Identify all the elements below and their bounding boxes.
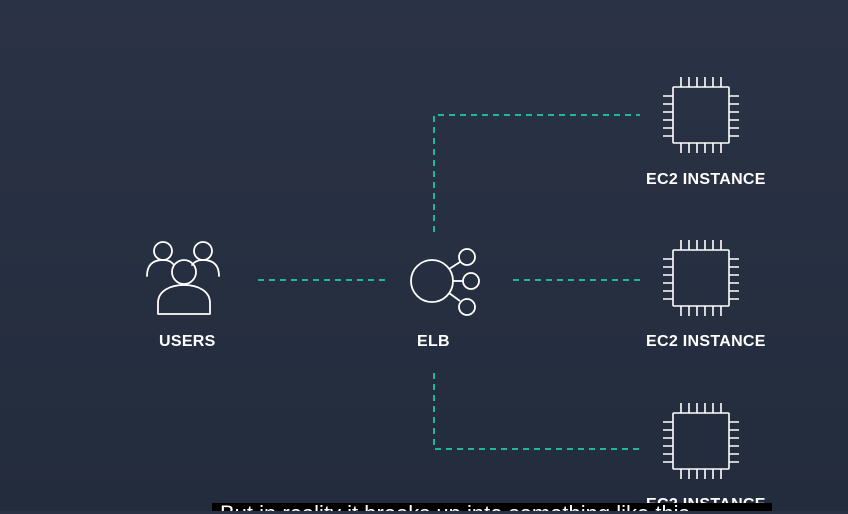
elb-label: ELB bbox=[417, 333, 450, 350]
instance-label-2: EC2 INSTANCE bbox=[646, 333, 766, 350]
connector-elb-instance-1 bbox=[433, 114, 640, 232]
users-label: USERS bbox=[159, 333, 216, 350]
users-icon bbox=[146, 241, 220, 315]
chip-icon bbox=[663, 77, 739, 153]
instance-label-1: EC2 INSTANCE bbox=[646, 171, 766, 188]
elb-icon bbox=[410, 248, 480, 316]
connector-lines bbox=[258, 114, 640, 450]
chip-icon bbox=[663, 240, 739, 316]
connector-elb-instance-3 bbox=[433, 373, 640, 450]
chip-icon bbox=[663, 403, 739, 479]
subtitle-text: But in reality it breaks up into somethi… bbox=[220, 503, 690, 511]
subtitle-caption: But in reality it breaks up into somethi… bbox=[212, 503, 772, 511]
